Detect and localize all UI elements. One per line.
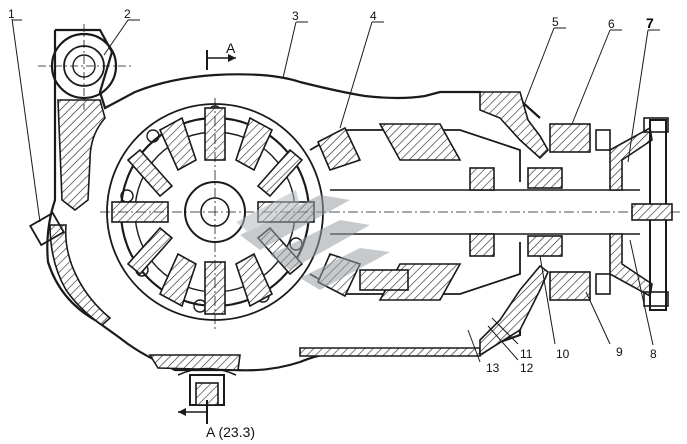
callout-5: 5 bbox=[552, 15, 559, 29]
callout-4: 4 bbox=[370, 9, 377, 23]
callout-12: 12 bbox=[520, 361, 534, 375]
callout-1: 1 bbox=[8, 7, 15, 21]
section-line-a: A A (23.3) bbox=[178, 40, 255, 440]
housing-lower-wall-hatch bbox=[49, 224, 112, 327]
output-flange bbox=[609, 117, 673, 311]
callout-10: 10 bbox=[556, 347, 570, 361]
callout-8: 8 bbox=[650, 347, 657, 361]
stylized-wings-logo-icon bbox=[236, 190, 390, 290]
callout-labels: 1 2 3 4 5 6 7 8 9 10 11 12 13 bbox=[8, 7, 657, 375]
oil-seal-upper bbox=[549, 123, 591, 153]
oil-seal-lower bbox=[549, 271, 591, 301]
breather bbox=[29, 211, 65, 247]
callout-7: 7 bbox=[646, 15, 654, 31]
callout-3: 3 bbox=[292, 9, 299, 23]
callout-11: 11 bbox=[520, 347, 533, 361]
callout-9: 9 bbox=[616, 345, 623, 359]
drain-plug bbox=[177, 367, 237, 406]
section-label-bottom: A (23.3) bbox=[206, 424, 255, 440]
callout-13: 13 bbox=[486, 361, 500, 375]
callout-2: 2 bbox=[124, 7, 131, 21]
leader-lines bbox=[11, 18, 660, 363]
housing-floor-hatch bbox=[299, 347, 481, 357]
seal-cover bbox=[479, 91, 611, 357]
housing-sump-hatch bbox=[148, 354, 241, 371]
housing-wall-hatch bbox=[57, 99, 106, 212]
section-label-top: A bbox=[226, 40, 236, 56]
lifting-eye bbox=[38, 24, 132, 110]
callout-6: 6 bbox=[608, 17, 615, 31]
housing bbox=[46, 28, 541, 372]
